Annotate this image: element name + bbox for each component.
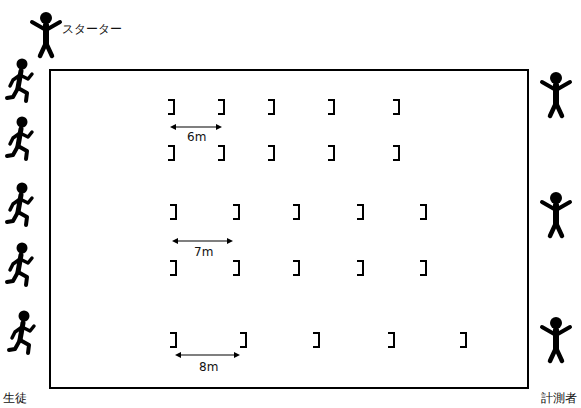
dimension-label: 6m: [186, 131, 207, 144]
starter-label: スターター: [62, 23, 122, 36]
marker-cone: [313, 333, 319, 347]
timer-figures: [542, 72, 570, 361]
marker-cone: [170, 205, 176, 219]
marker-cone: [240, 333, 246, 347]
timer-label: 計測者: [541, 392, 577, 405]
marker-cone: [460, 333, 466, 347]
student-label: 生徒: [3, 392, 27, 405]
marker-cone: [218, 146, 224, 160]
marker-cone: [233, 261, 239, 275]
marker-cone: [170, 261, 176, 275]
marker-cone: [420, 205, 426, 219]
field-boundary: [50, 70, 528, 388]
marker-cone: [420, 261, 426, 275]
marker-cone: [393, 100, 399, 114]
marker-cone: [328, 100, 334, 114]
marker-cone: [168, 146, 174, 160]
marker-cone: [388, 333, 394, 347]
starter-figure: [32, 12, 60, 56]
marker-cone: [268, 100, 274, 114]
dimension-label: 8m: [198, 361, 219, 374]
marker-cone: [357, 205, 363, 219]
marker-cone: [293, 261, 299, 275]
marker-cones: [168, 100, 466, 347]
dimension-label: 7m: [193, 246, 214, 259]
marker-cone: [168, 100, 174, 114]
marker-cone: [233, 205, 239, 219]
marker-cone: [328, 146, 334, 160]
marker-cone: [218, 100, 224, 114]
student-figures: [7, 59, 34, 354]
marker-cone: [393, 146, 399, 160]
marker-cone: [170, 333, 176, 347]
marker-cone: [268, 146, 274, 160]
dimension-arrows: [170, 124, 240, 358]
marker-cone: [357, 261, 363, 275]
marker-cone: [293, 205, 299, 219]
